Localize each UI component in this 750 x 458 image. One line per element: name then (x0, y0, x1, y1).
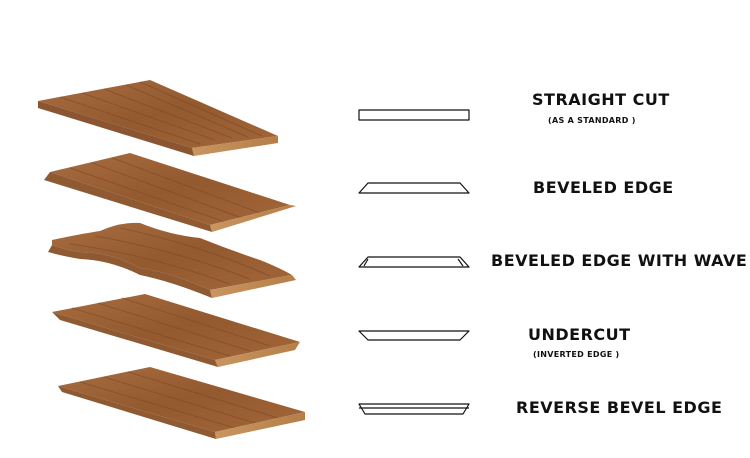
board-straight-top (38, 80, 278, 148)
sublabel-undercut: (INVERTED EDGE ) (533, 350, 620, 359)
board-straight-front (192, 136, 278, 156)
board-reverse-side (58, 386, 216, 439)
profile-undercut-icon (358, 330, 470, 341)
label-beveled-wave: BEVELED EDGE WITH WAVE (491, 251, 748, 270)
board-reverse-bevel (58, 367, 305, 439)
profile-wave-icon (358, 256, 470, 268)
label-straight-cut: STRAIGHT CUT (532, 90, 670, 109)
sublabel-straight-cut: (AS A STANDARD ) (548, 116, 636, 125)
profile-straight-icon (358, 109, 470, 121)
board-reverse-top (58, 367, 305, 432)
profile-reverse-icon (358, 403, 470, 415)
label-undercut: UNDERCUT (528, 325, 631, 344)
board-wave-side (48, 245, 212, 298)
board-undercut-top (52, 294, 300, 360)
board-beveled-edge (44, 153, 296, 232)
profile-beveled-icon (358, 182, 470, 194)
board-straight-side (38, 101, 194, 156)
board-beveled-front (210, 205, 296, 232)
board-straight-cut (38, 80, 278, 156)
board-undercut-front (215, 342, 300, 367)
label-beveled-edge: BEVELED EDGE (533, 178, 674, 197)
label-reverse-bevel: REVERSE BEVEL EDGE (516, 398, 723, 417)
board-wave-front (210, 275, 296, 298)
board-beveled-wave (48, 222, 296, 298)
board-reverse-front (215, 412, 305, 439)
board-undercut (52, 294, 300, 367)
board-undercut-side (52, 312, 218, 367)
board-wave-top (52, 222, 292, 290)
board-beveled-side (44, 172, 212, 232)
board-beveled-top (50, 153, 290, 225)
